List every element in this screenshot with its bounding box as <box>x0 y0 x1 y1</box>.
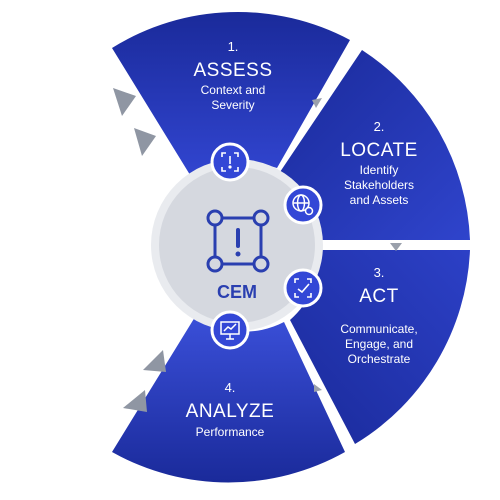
step-desc-act-2: Engage, and <box>345 337 413 351</box>
step-title-assess: ASSESS <box>193 60 272 81</box>
step-desc-locate-2: Stakeholders <box>344 178 414 192</box>
step-number-assess: 1. <box>228 39 239 54</box>
chevron-decoration <box>123 390 147 412</box>
chevron-decoration <box>134 128 156 156</box>
cem-network-icon <box>206 209 270 273</box>
step-desc-assess-2: Severity <box>211 98 254 112</box>
step-title-locate: LOCATE <box>340 140 418 161</box>
step-number-analyze: 4. <box>225 380 236 395</box>
chevron-decoration <box>143 350 166 372</box>
step-desc-analyze-1: Performance <box>196 425 265 439</box>
segment-act <box>290 250 470 444</box>
segment-locate <box>280 50 470 240</box>
step-title-analyze: ANALYZE <box>186 401 275 422</box>
analyze-icon-badge <box>210 310 250 350</box>
step-desc-act-3: Orchestrate <box>348 352 411 366</box>
step-desc-act-1: Communicate, <box>340 322 417 336</box>
step-desc-locate-3: and Assets <box>350 193 409 207</box>
alert-scan-icon <box>221 152 239 172</box>
step-desc-locate-1: Identify <box>360 163 399 177</box>
step-desc-assess-1: Context and <box>201 83 266 97</box>
separator-arrow <box>312 98 322 108</box>
presentation-chart-icon <box>220 321 240 340</box>
assess-icon-badge <box>210 142 250 182</box>
step-number-act: 3. <box>374 265 385 280</box>
separator-arrow <box>314 384 322 392</box>
center-label: CEM <box>217 282 257 302</box>
act-icon-badge <box>283 268 323 308</box>
globe-location-icon <box>292 194 314 216</box>
segment-assess <box>112 11 350 184</box>
segment-analyze <box>112 317 345 483</box>
step-title-act: ACT <box>359 286 399 307</box>
locate-icon-badge <box>283 185 323 225</box>
chevron-decoration <box>113 88 136 116</box>
separator-arrow <box>390 243 402 251</box>
check-scan-icon <box>294 278 312 298</box>
step-number-locate: 2. <box>374 119 385 134</box>
